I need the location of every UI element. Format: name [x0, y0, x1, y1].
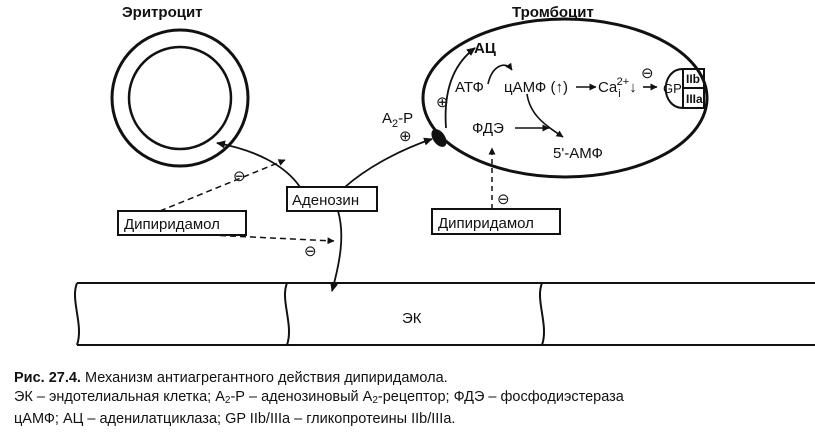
arrow-camp-to-5amp — [526, 93, 564, 138]
platelet-cell — [421, 17, 709, 179]
figure-caption: Рис. 27.4. Механизм антиагрегантного дей… — [14, 369, 804, 429]
arrow-adenosine-to-receptor — [344, 137, 433, 188]
minus-sign-gp: ⊖ — [641, 65, 654, 82]
dashed-arrow-dipyridamole-left-up — [159, 159, 286, 212]
adenosine-box — [286, 186, 378, 212]
a2p-label: A2-P — [382, 110, 413, 130]
arrow-adenosine-to-ek — [330, 210, 343, 292]
dashed-arrow-dipyridamole-left-right — [209, 234, 335, 245]
gp-receptor-block — [664, 68, 705, 109]
camp-label: цАМФ (↑) — [504, 79, 568, 96]
minus-sign-left-upper: ⊖ — [233, 168, 246, 185]
arrow-atp-to-camp — [487, 62, 513, 85]
adenosine-label: Аденозин — [292, 192, 359, 209]
endothelial-layer — [73, 282, 815, 346]
gp-label: GP — [663, 81, 682, 96]
dipyridamole-left-box — [117, 210, 247, 236]
ek-label: ЭК — [402, 310, 422, 327]
amp5-label: 5'-АМФ — [553, 145, 603, 162]
dipyridamole-right-label: Дипиридамол — [438, 215, 534, 232]
gp-iib-label: IIb — [686, 72, 700, 86]
dipyridamole-left-label: Дипиридамол — [124, 216, 220, 233]
caption-title: Механизм антиагрегантного действия дипир… — [80, 370, 448, 386]
caption-fig-number: Рис. 27.4. — [14, 370, 81, 386]
caption-line-2: ЭК – эндотелиальная клетка; А2-Р – адено… — [14, 389, 624, 406]
plus-sign-receptor: ⊕ — [399, 128, 412, 145]
arrow-receptor-to-ac — [444, 47, 476, 129]
ac-label: АЦ — [474, 40, 496, 57]
plus-sign-inside: ⊕ — [436, 94, 449, 111]
arrow-adenosine-to-erythrocyte — [216, 140, 301, 188]
atp-label: АТФ — [455, 79, 484, 96]
ca-label: Cai2+↓ — [598, 76, 637, 100]
erythrocyte-title: Эритроцит — [122, 4, 203, 21]
pde-label: ФДЭ — [472, 120, 504, 137]
gp-iiia-label: IIIa — [686, 92, 703, 106]
platelet-title: Тромбоцит — [512, 4, 594, 21]
minus-sign-right: ⊖ — [497, 191, 510, 208]
caption-line-3: цАМФ; АЦ – аденилатциклаза; GP IIb/IIIa … — [14, 411, 456, 427]
erythrocyte — [110, 28, 250, 168]
a2-receptor-marker — [431, 129, 447, 147]
minus-sign-left-lower: ⊖ — [304, 243, 317, 260]
dipyridamole-right-box — [431, 208, 561, 235]
caption-line-1: Рис. 27.4. Механизм антиагрегантного дей… — [14, 369, 804, 388]
